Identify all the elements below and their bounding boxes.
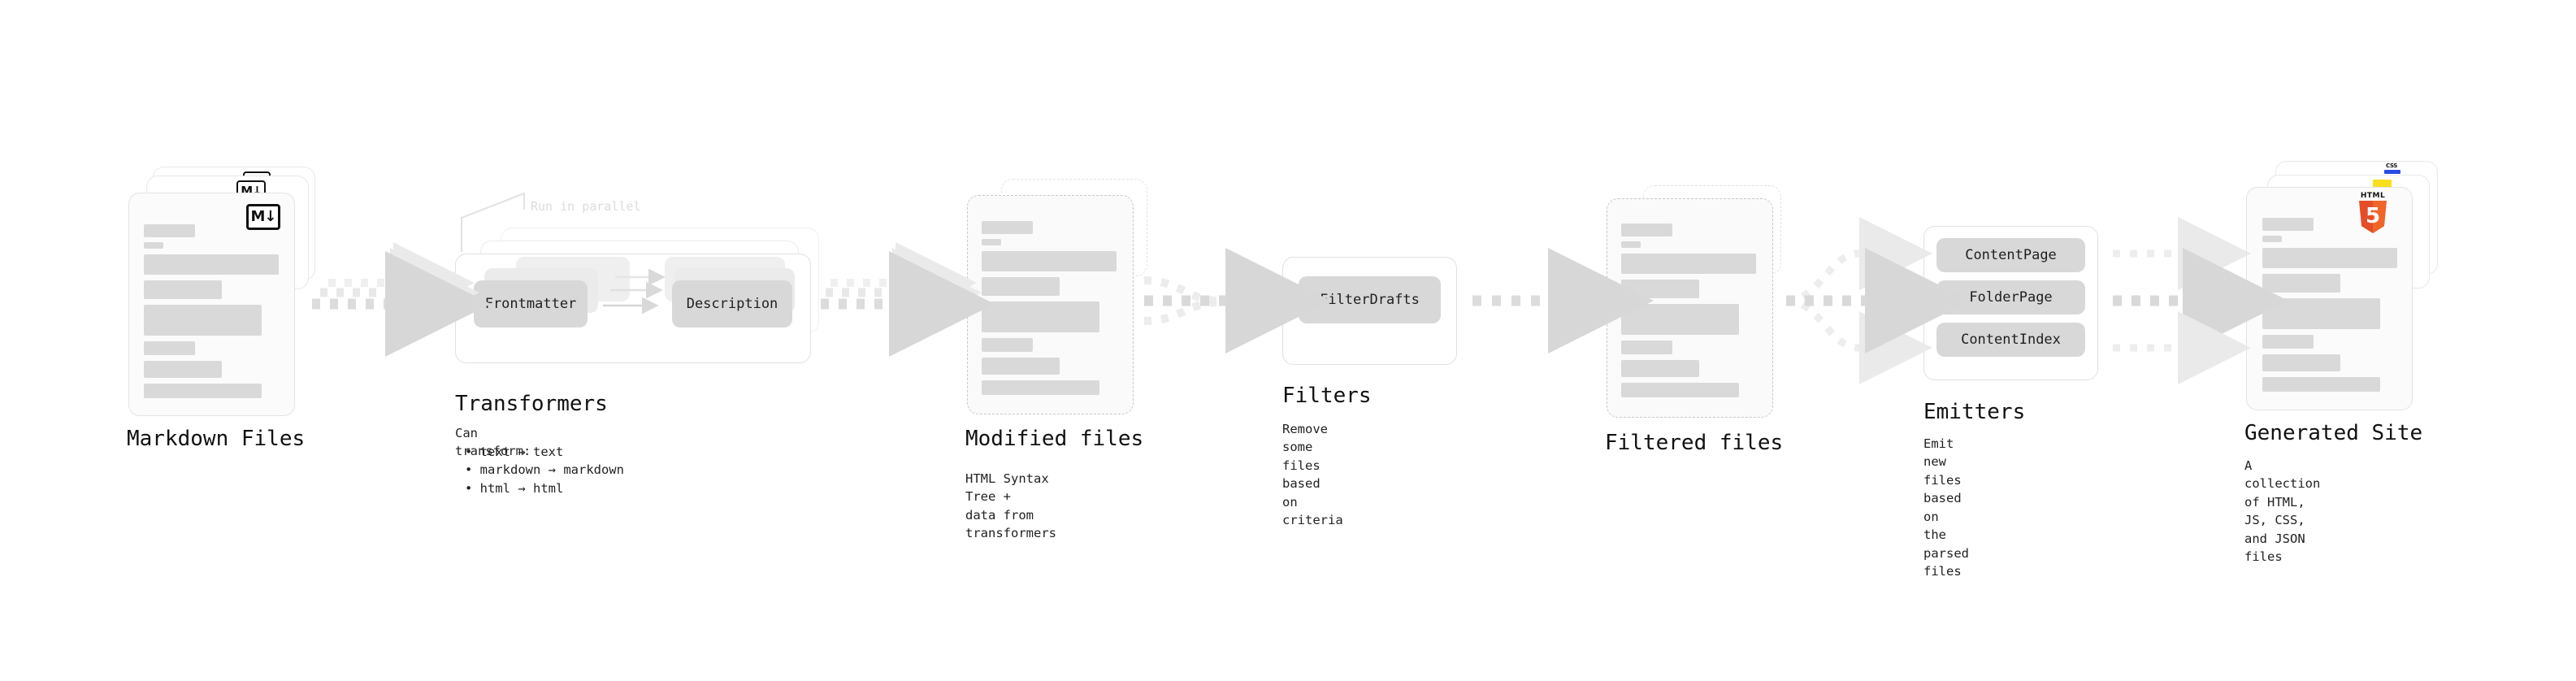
list-item: • markdown → markdown <box>465 462 624 478</box>
filters-subtitle: Remove some files based on criteria <box>1282 422 1343 528</box>
stage-title-modified-files: Modified files <box>965 427 1144 451</box>
arrow-modified-to-filters <box>1143 248 1331 354</box>
emitter-chip-contentindex[interactable]: ContentIndex <box>1936 323 2085 357</box>
css-icon <box>2384 170 2400 174</box>
skeleton-bar <box>1621 254 1756 274</box>
skeleton-bar <box>1621 360 1699 377</box>
skeleton-bar <box>982 301 1099 332</box>
skeleton-bar <box>982 239 1001 245</box>
stage-title-generated-site: Generated Site <box>2244 421 2423 445</box>
filter-chip-filterdrafts[interactable]: FilterDrafts <box>1299 276 1441 323</box>
list-item-label: markdown → markdown <box>479 462 624 478</box>
stage-title-markdown-files: Markdown Files <box>127 427 306 451</box>
emitters-subtitle: Emit new files based on the parsed files <box>1923 436 1969 579</box>
skeleton-bar <box>144 242 163 249</box>
skeleton-bar <box>2262 298 2380 329</box>
skeleton-bar <box>144 254 279 275</box>
skeleton-bar <box>1621 304 1739 335</box>
markdown-icon: M↓ <box>246 204 280 230</box>
skeleton-bar <box>1621 340 1672 354</box>
stage-title-emitters: Emitters <box>1923 400 2026 424</box>
stage-title-filtered-files: Filtered files <box>1605 431 1784 455</box>
transformer-chip-frontmatter[interactable]: Frontmatter <box>474 280 588 327</box>
skeleton-bar <box>2262 218 2314 231</box>
skeleton-bar <box>2262 354 2340 371</box>
html5-label: HTML <box>2360 192 2386 200</box>
run-in-parallel-label: Run in parallel <box>531 199 641 214</box>
skeleton-bar <box>144 224 195 237</box>
skeleton-bar <box>982 221 1033 234</box>
skeleton-bar <box>982 338 1033 352</box>
skeleton-bar <box>1621 241 1641 248</box>
transformers-subtitle-heading: Can transform: <box>455 426 531 459</box>
stage-title-transformers: Transformers <box>455 392 608 416</box>
modified-files-subtitle: HTML Syntax Tree + data from transformer… <box>965 471 1056 541</box>
skeleton-bar <box>144 341 195 355</box>
emitter-chip-contentpage[interactable]: ContentPage <box>1936 238 2085 272</box>
html5-icon: HTML 5 <box>2359 193 2387 233</box>
list-item-label: html → html <box>479 480 564 496</box>
transformers-capability-list: • text → text • markdown → markdown • ht… <box>465 443 624 497</box>
skeleton-bar <box>2262 274 2340 293</box>
skeleton-bar <box>2262 335 2314 349</box>
skeleton-bar <box>2262 236 2282 242</box>
css-label: CSS <box>2386 163 2398 169</box>
transformer-chip-description[interactable]: Description <box>672 280 792 327</box>
skeleton-bar <box>1621 280 1699 298</box>
skeleton-bar <box>2262 377 2380 392</box>
skeleton-bar <box>144 361 222 378</box>
skeleton-bar <box>144 280 222 299</box>
html5-five: 5 <box>2365 204 2381 228</box>
skeleton-bar <box>144 305 262 336</box>
arrow-emitters-to-site <box>2113 217 2288 384</box>
skeleton-bar <box>982 251 1117 271</box>
html5-shield: 5 <box>2359 201 2387 233</box>
emitter-chip-folderpage[interactable]: FolderPage <box>1936 280 2085 314</box>
list-item-label: text → text <box>479 445 564 459</box>
skeleton-bar <box>982 358 1060 375</box>
skeleton-bar <box>144 384 262 398</box>
arrow-markdown-to-transformers <box>312 242 491 357</box>
list-item: • text → text <box>465 445 564 459</box>
stage-title-filters: Filters <box>1282 384 1372 408</box>
arrow-transformers-to-modified <box>821 242 995 357</box>
skeleton-bar <box>1621 383 1739 397</box>
skeleton-bar <box>982 277 1060 296</box>
skeleton-bar <box>982 380 1099 395</box>
generated-site-subtitle: A collection of HTML, JS, CSS, and JSON … <box>2244 458 2321 565</box>
list-item: • html → html <box>465 480 564 496</box>
skeleton-bar <box>1621 223 1672 236</box>
arrow-filtered-to-emitters <box>1785 217 1971 384</box>
skeleton-bar <box>2262 248 2397 268</box>
